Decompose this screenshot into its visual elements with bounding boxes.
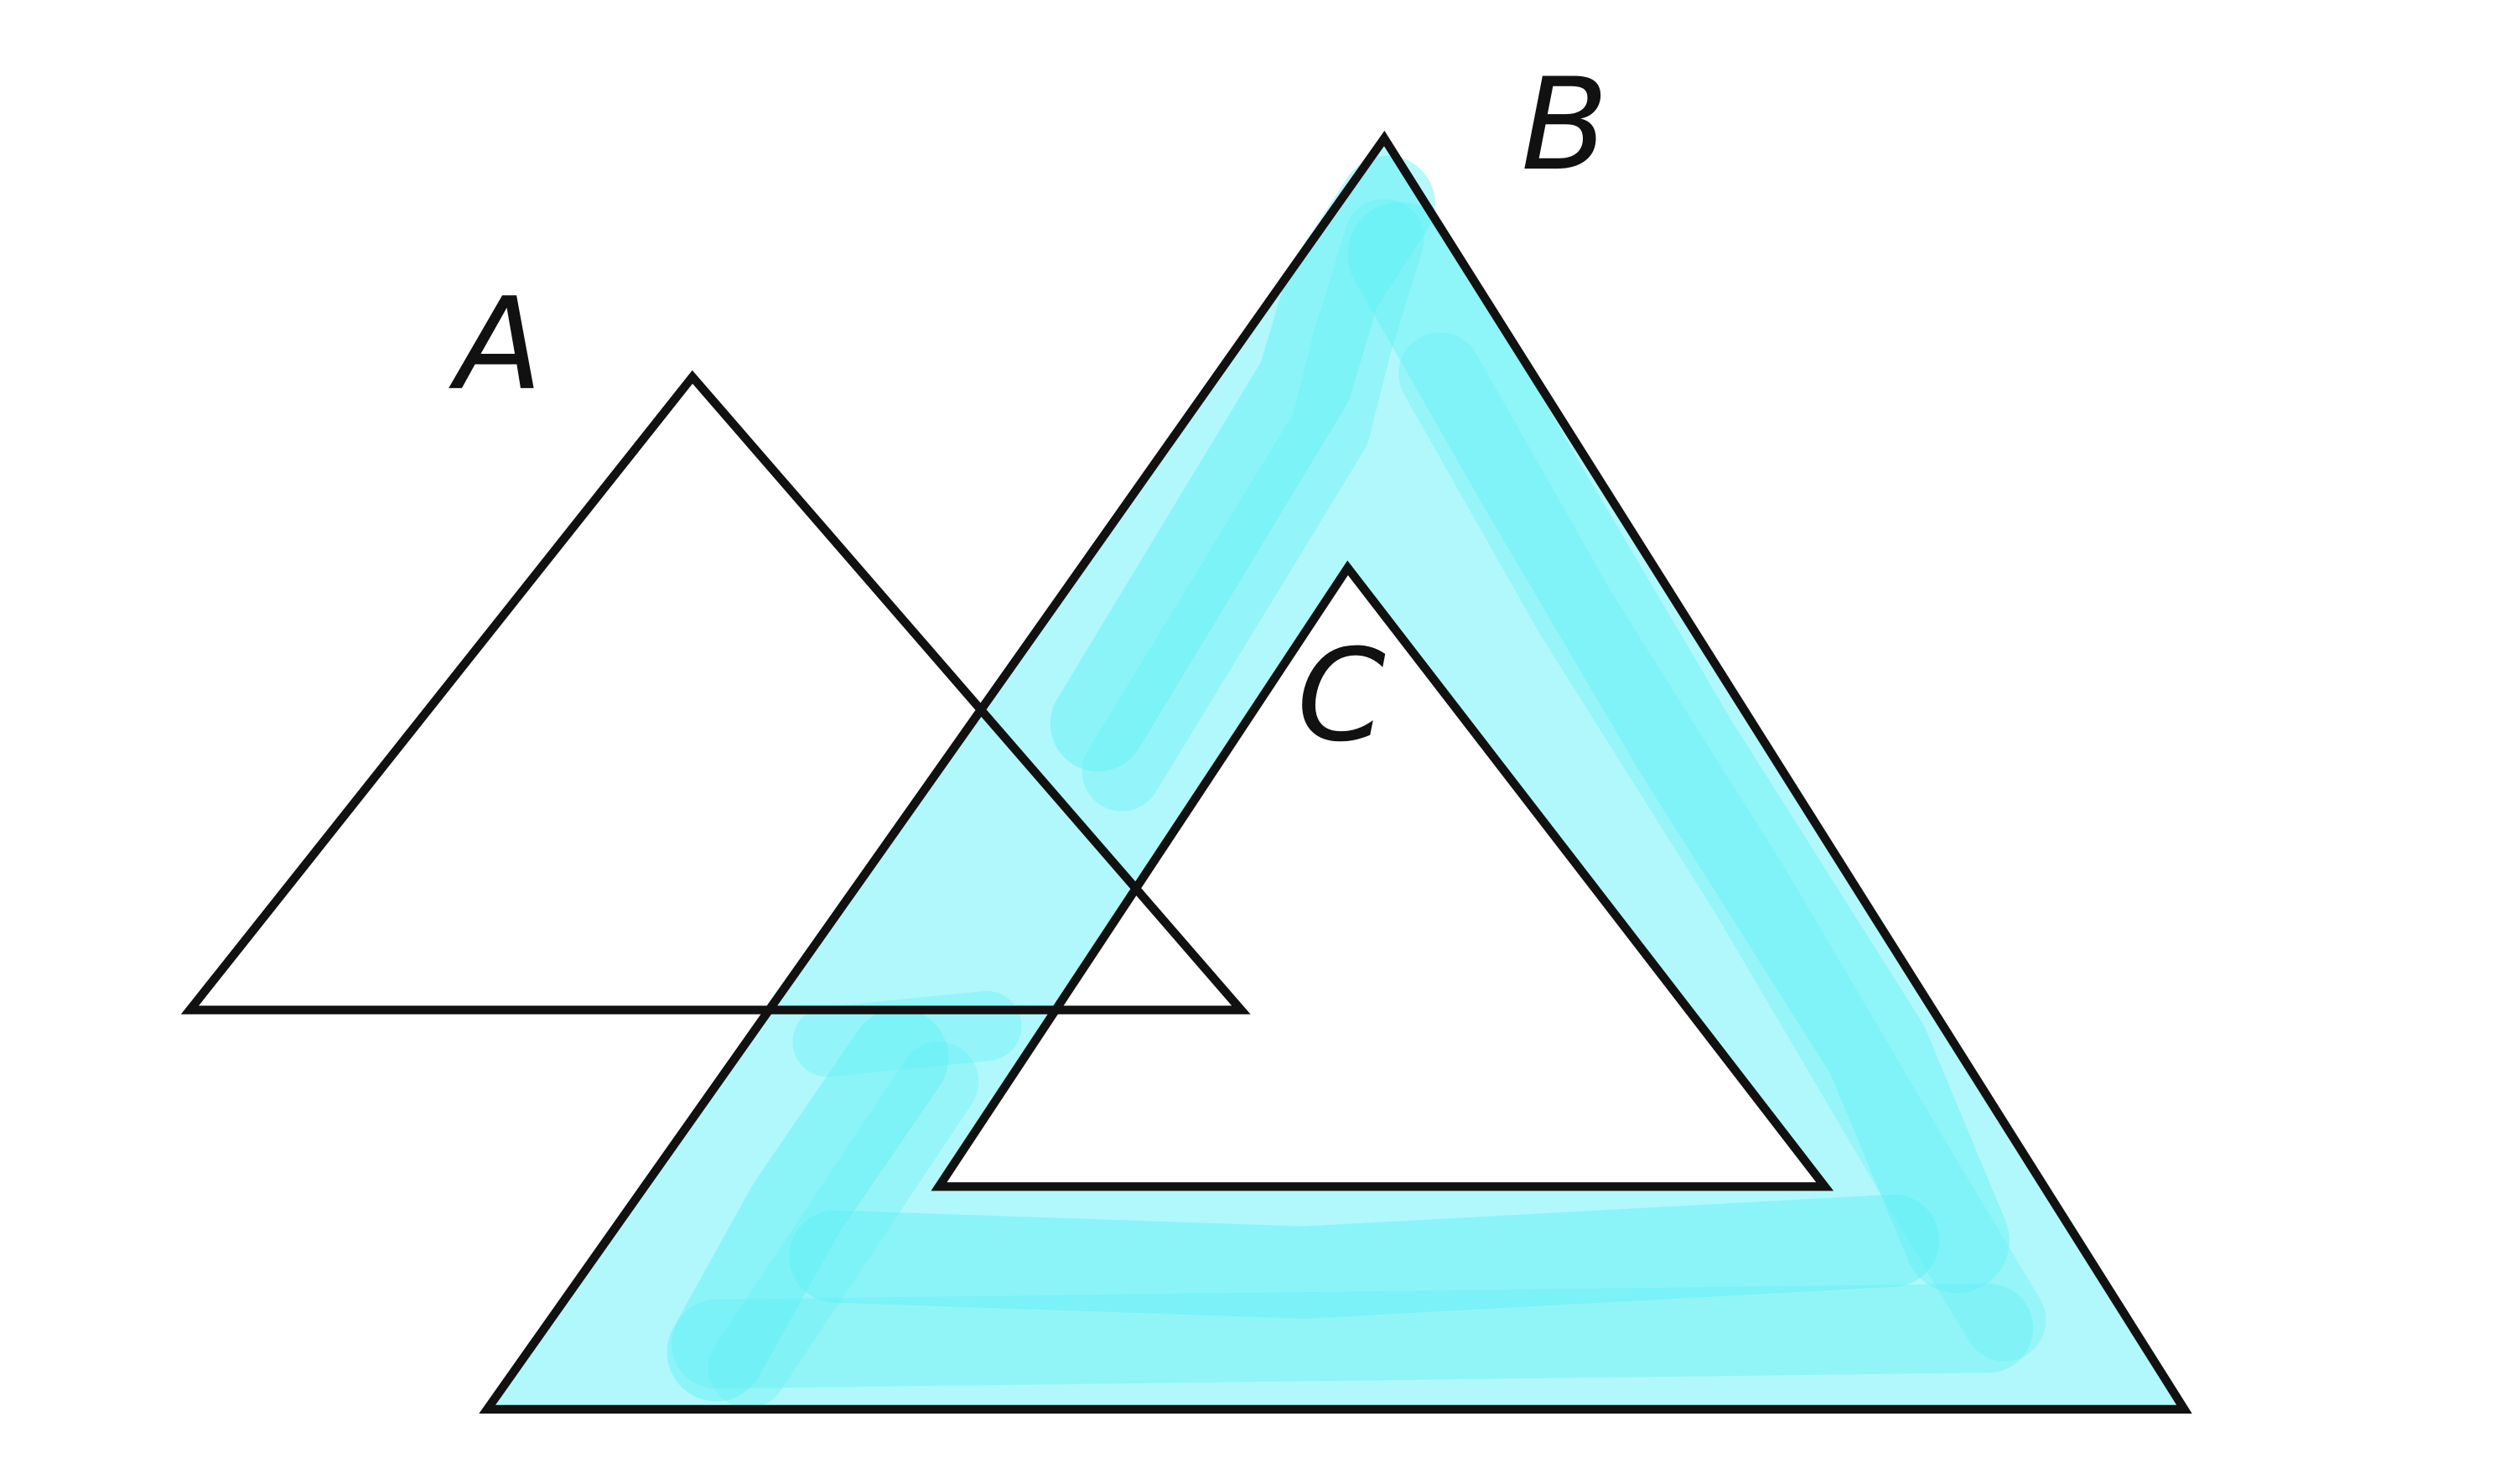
marker-stroke: [1050, 155, 1435, 772]
triangle-b-outline: [479, 130, 2192, 1414]
marker-stroke: [789, 1194, 1940, 1319]
label-c: C: [1297, 621, 1386, 770]
highlight-region-b-minus-c: [487, 138, 2185, 1409]
marker-stroke: [667, 1008, 949, 1402]
marker-stroke: [1082, 199, 1424, 812]
label-b: B: [1521, 50, 1608, 199]
triangle-c-outline: [931, 560, 1834, 1191]
marker-stroke: [1347, 201, 2010, 1294]
marker-stroke: [1398, 332, 2046, 1362]
marker-stroke: [708, 1041, 979, 1408]
triangle-a-outline: [180, 370, 1251, 1014]
highlight-fill: [487, 138, 2185, 1409]
marker-stroke: [792, 990, 1022, 1077]
marker-stroke: [672, 1283, 2034, 1389]
label-a: A: [448, 270, 542, 418]
